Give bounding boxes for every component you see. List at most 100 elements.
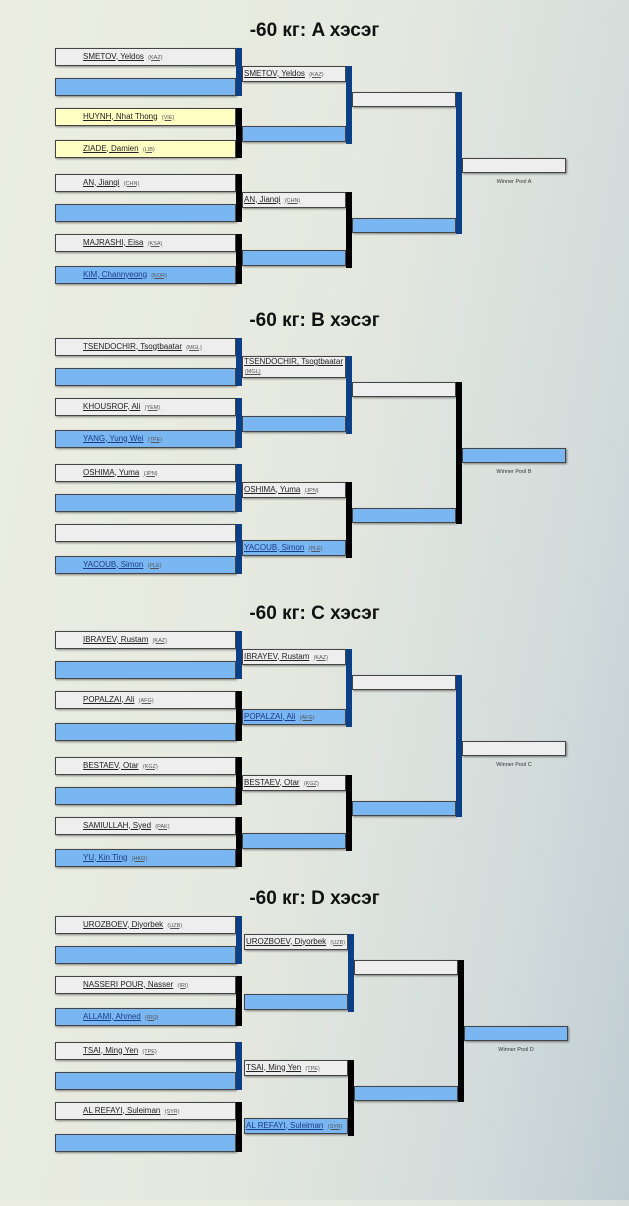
country-code-link[interactable]: (LIB) (142, 146, 155, 153)
country-code-link[interactable]: (TPE) (305, 1065, 320, 1072)
country-code-link[interactable]: (VIE) (161, 114, 175, 121)
r1-slot[interactable]: AN, Jianqi (CHN) (55, 174, 236, 192)
competitor-name-link[interactable] (355, 962, 357, 971)
competitor-name-link[interactable]: KIM, Channyeong (83, 269, 148, 279)
competitor-name-link[interactable] (355, 1088, 357, 1097)
country-code-link[interactable]: (YEM) (144, 404, 161, 411)
competitor-name-link[interactable]: POPALZAI, Ali (83, 694, 135, 704)
country-code-link[interactable]: (KAZ) (309, 71, 324, 78)
competitor-name-link[interactable] (56, 372, 58, 381)
competitor-name-link[interactable] (56, 208, 58, 217)
r1-slot[interactable]: BESTAEV, Otar (KGZ) (55, 757, 236, 775)
r2-slot[interactable]: TSAI, Ming Yen (TPE) (244, 1060, 348, 1076)
competitor-name-link[interactable] (56, 665, 58, 674)
country-code-link[interactable]: (UZB) (330, 939, 346, 946)
competitor-name-link[interactable]: KHOUSROF, Ali (83, 401, 141, 411)
competitor-name-link[interactable]: POPALZAI, Ali (244, 711, 296, 721)
competitor-name-link[interactable]: TSENDOCHIR, Tsogtbaatar (83, 341, 182, 351)
competitor-name-link[interactable] (56, 528, 58, 537)
competitor-name-link[interactable] (353, 510, 355, 519)
country-code-link[interactable]: (UZB) (167, 922, 183, 929)
r1-slot[interactable]: MAJRASHI, Eisa (KSA) (55, 234, 236, 252)
r1-slot[interactable]: YANG, Yung Wei (TPE) (55, 430, 236, 448)
competitor-name-link[interactable] (463, 450, 465, 459)
competitor-name-link[interactable]: HUYNH, Nhat Thong (83, 111, 158, 121)
r1-slot[interactable]: YU, Kin Ting (HKG) (55, 849, 236, 867)
competitor-name-link[interactable] (243, 419, 244, 428)
competitor-name-link[interactable]: OSHIMA, Yuma (244, 484, 301, 494)
r1-slot[interactable]: KIM, Channyeong (KOR) (55, 266, 236, 284)
r1-slot[interactable]: TSAI, Ming Yen (TPE) (55, 1042, 236, 1060)
competitor-name-link[interactable]: SAMIULLAH, Syed (83, 820, 152, 830)
competitor-name-link[interactable] (463, 160, 465, 169)
competitor-name-link[interactable] (243, 129, 244, 138)
competitor-name-link[interactable] (56, 498, 58, 507)
r2-slot[interactable]: YACOUB, Simon (PLE) (242, 540, 346, 556)
r1-slot[interactable]: SMETOV, Yeldos (KAZ) (55, 48, 236, 66)
country-code-link[interactable]: (TPE) (147, 436, 163, 443)
competitor-name-link[interactable]: BESTAEV, Otar (244, 777, 300, 787)
r1-slot[interactable]: SAMIULLAH, Syed (PAK) (55, 817, 236, 835)
r1-slot[interactable]: YACOUB, Simon (PLE) (55, 556, 236, 574)
r2-slot[interactable]: POPALZAI, Ali (AFG) (242, 709, 346, 725)
competitor-name-link[interactable] (353, 384, 355, 393)
r1-slot[interactable]: ALLAMI, Ahmed (IRQ) (55, 1008, 236, 1026)
competitor-name-link[interactable] (353, 677, 355, 686)
country-code-link[interactable]: (KGZ) (303, 780, 319, 787)
r2-slot[interactable]: UROZBOEV, Diyorbek (UZB) (244, 934, 348, 950)
competitor-name-link[interactable]: BESTAEV, Otar (83, 760, 139, 770)
r1-slot[interactable]: OSHIMA, Yuma (JPN) (55, 464, 236, 482)
competitor-name-link[interactable]: NASSERI POUR, Nasser (83, 979, 174, 989)
country-code-link[interactable]: (TPE) (142, 1048, 157, 1055)
competitor-name-link[interactable] (56, 950, 58, 959)
country-code-link[interactable]: (JPN) (143, 470, 158, 477)
r1-slot[interactable]: KHOUSROF, Ali (YEM) (55, 398, 236, 416)
competitor-name-link[interactable]: YANG, Yung Wei (83, 433, 144, 443)
competitor-name-link[interactable] (353, 803, 355, 812)
country-code-link[interactable]: (JPN) (304, 487, 319, 494)
r2-slot[interactable]: BESTAEV, Otar (KGZ) (242, 775, 346, 791)
r2-slot[interactable]: OSHIMA, Yuma (JPN) (242, 482, 346, 498)
r2-slot[interactable]: SMETOV, Yeldos (KAZ) (242, 66, 346, 82)
country-code-link[interactable]: (MGL) (186, 344, 202, 351)
country-code-link[interactable]: (SYR) (164, 1108, 180, 1115)
competitor-name-link[interactable] (465, 1028, 467, 1037)
r1-slot[interactable]: HUYNH, Nhat Thong (VIE) (55, 108, 236, 126)
competitor-name-link[interactable]: YU, Kin Ting (83, 852, 128, 862)
competitor-name-link[interactable] (243, 253, 244, 262)
competitor-name-link[interactable]: OSHIMA, Yuma (83, 467, 140, 477)
competitor-name-link[interactable] (56, 1138, 58, 1147)
country-code-link[interactable]: (HKG) (131, 855, 148, 862)
competitor-name-link[interactable]: AL REFAYI, Suleiman (246, 1120, 324, 1130)
r1-slot[interactable]: POPALZAI, Ali (AFG) (55, 691, 236, 709)
competitor-name-link[interactable]: IBRAYEV, Rustam (83, 634, 149, 644)
country-code-link[interactable]: (MGL) (245, 369, 261, 375)
competitor-name-link[interactable] (353, 220, 355, 229)
competitor-name-link[interactable]: AN, Jianqi (244, 194, 281, 204)
r1-slot[interactable]: AL REFAYI, Suleiman (SYR) (55, 1102, 236, 1120)
competitor-name-link[interactable]: MAJRASHI, Eisa (83, 237, 144, 247)
competitor-name-link[interactable]: ZIADE, Damien (83, 143, 139, 153)
country-code-link[interactable]: (AFG) (138, 697, 154, 704)
competitor-name-link[interactable] (243, 836, 244, 845)
competitor-name-link[interactable]: AL REFAYI, Suleiman (83, 1105, 161, 1115)
competitor-name-link[interactable]: IBRAYEV, Rustam (244, 651, 310, 661)
country-code-link[interactable]: (KOR) (151, 272, 167, 279)
country-code-link[interactable]: (PLE) (308, 545, 323, 552)
country-code-link[interactable]: (CHN) (284, 197, 301, 204)
competitor-name-link[interactable] (56, 82, 58, 91)
country-code-link[interactable]: (PLE) (147, 562, 162, 569)
competitor-name-link[interactable] (56, 727, 58, 736)
country-code-link[interactable]: (AFG) (299, 714, 315, 721)
country-code-link[interactable]: (CHN) (123, 180, 140, 187)
country-code-link[interactable]: (KAZ) (313, 654, 328, 661)
competitor-name-link[interactable]: SMETOV, Yeldos (244, 68, 305, 78)
r1-slot[interactable]: UROZBOEV, Diyorbek (UZB) (55, 916, 236, 934)
competitor-name-link[interactable]: YACOUB, Simon (83, 559, 144, 569)
country-code-link[interactable]: (PAK) (155, 823, 170, 830)
competitor-name-link[interactable]: ALLAMI, Ahmed (83, 1011, 141, 1021)
country-code-link[interactable]: (KAZ) (148, 54, 163, 61)
r2-slot[interactable]: AN, Jianqi (CHN) (242, 192, 346, 208)
competitor-name-link[interactable]: YACOUB, Simon (244, 542, 305, 552)
r1-slot[interactable]: IBRAYEV, Rustam (KAZ) (55, 631, 236, 649)
